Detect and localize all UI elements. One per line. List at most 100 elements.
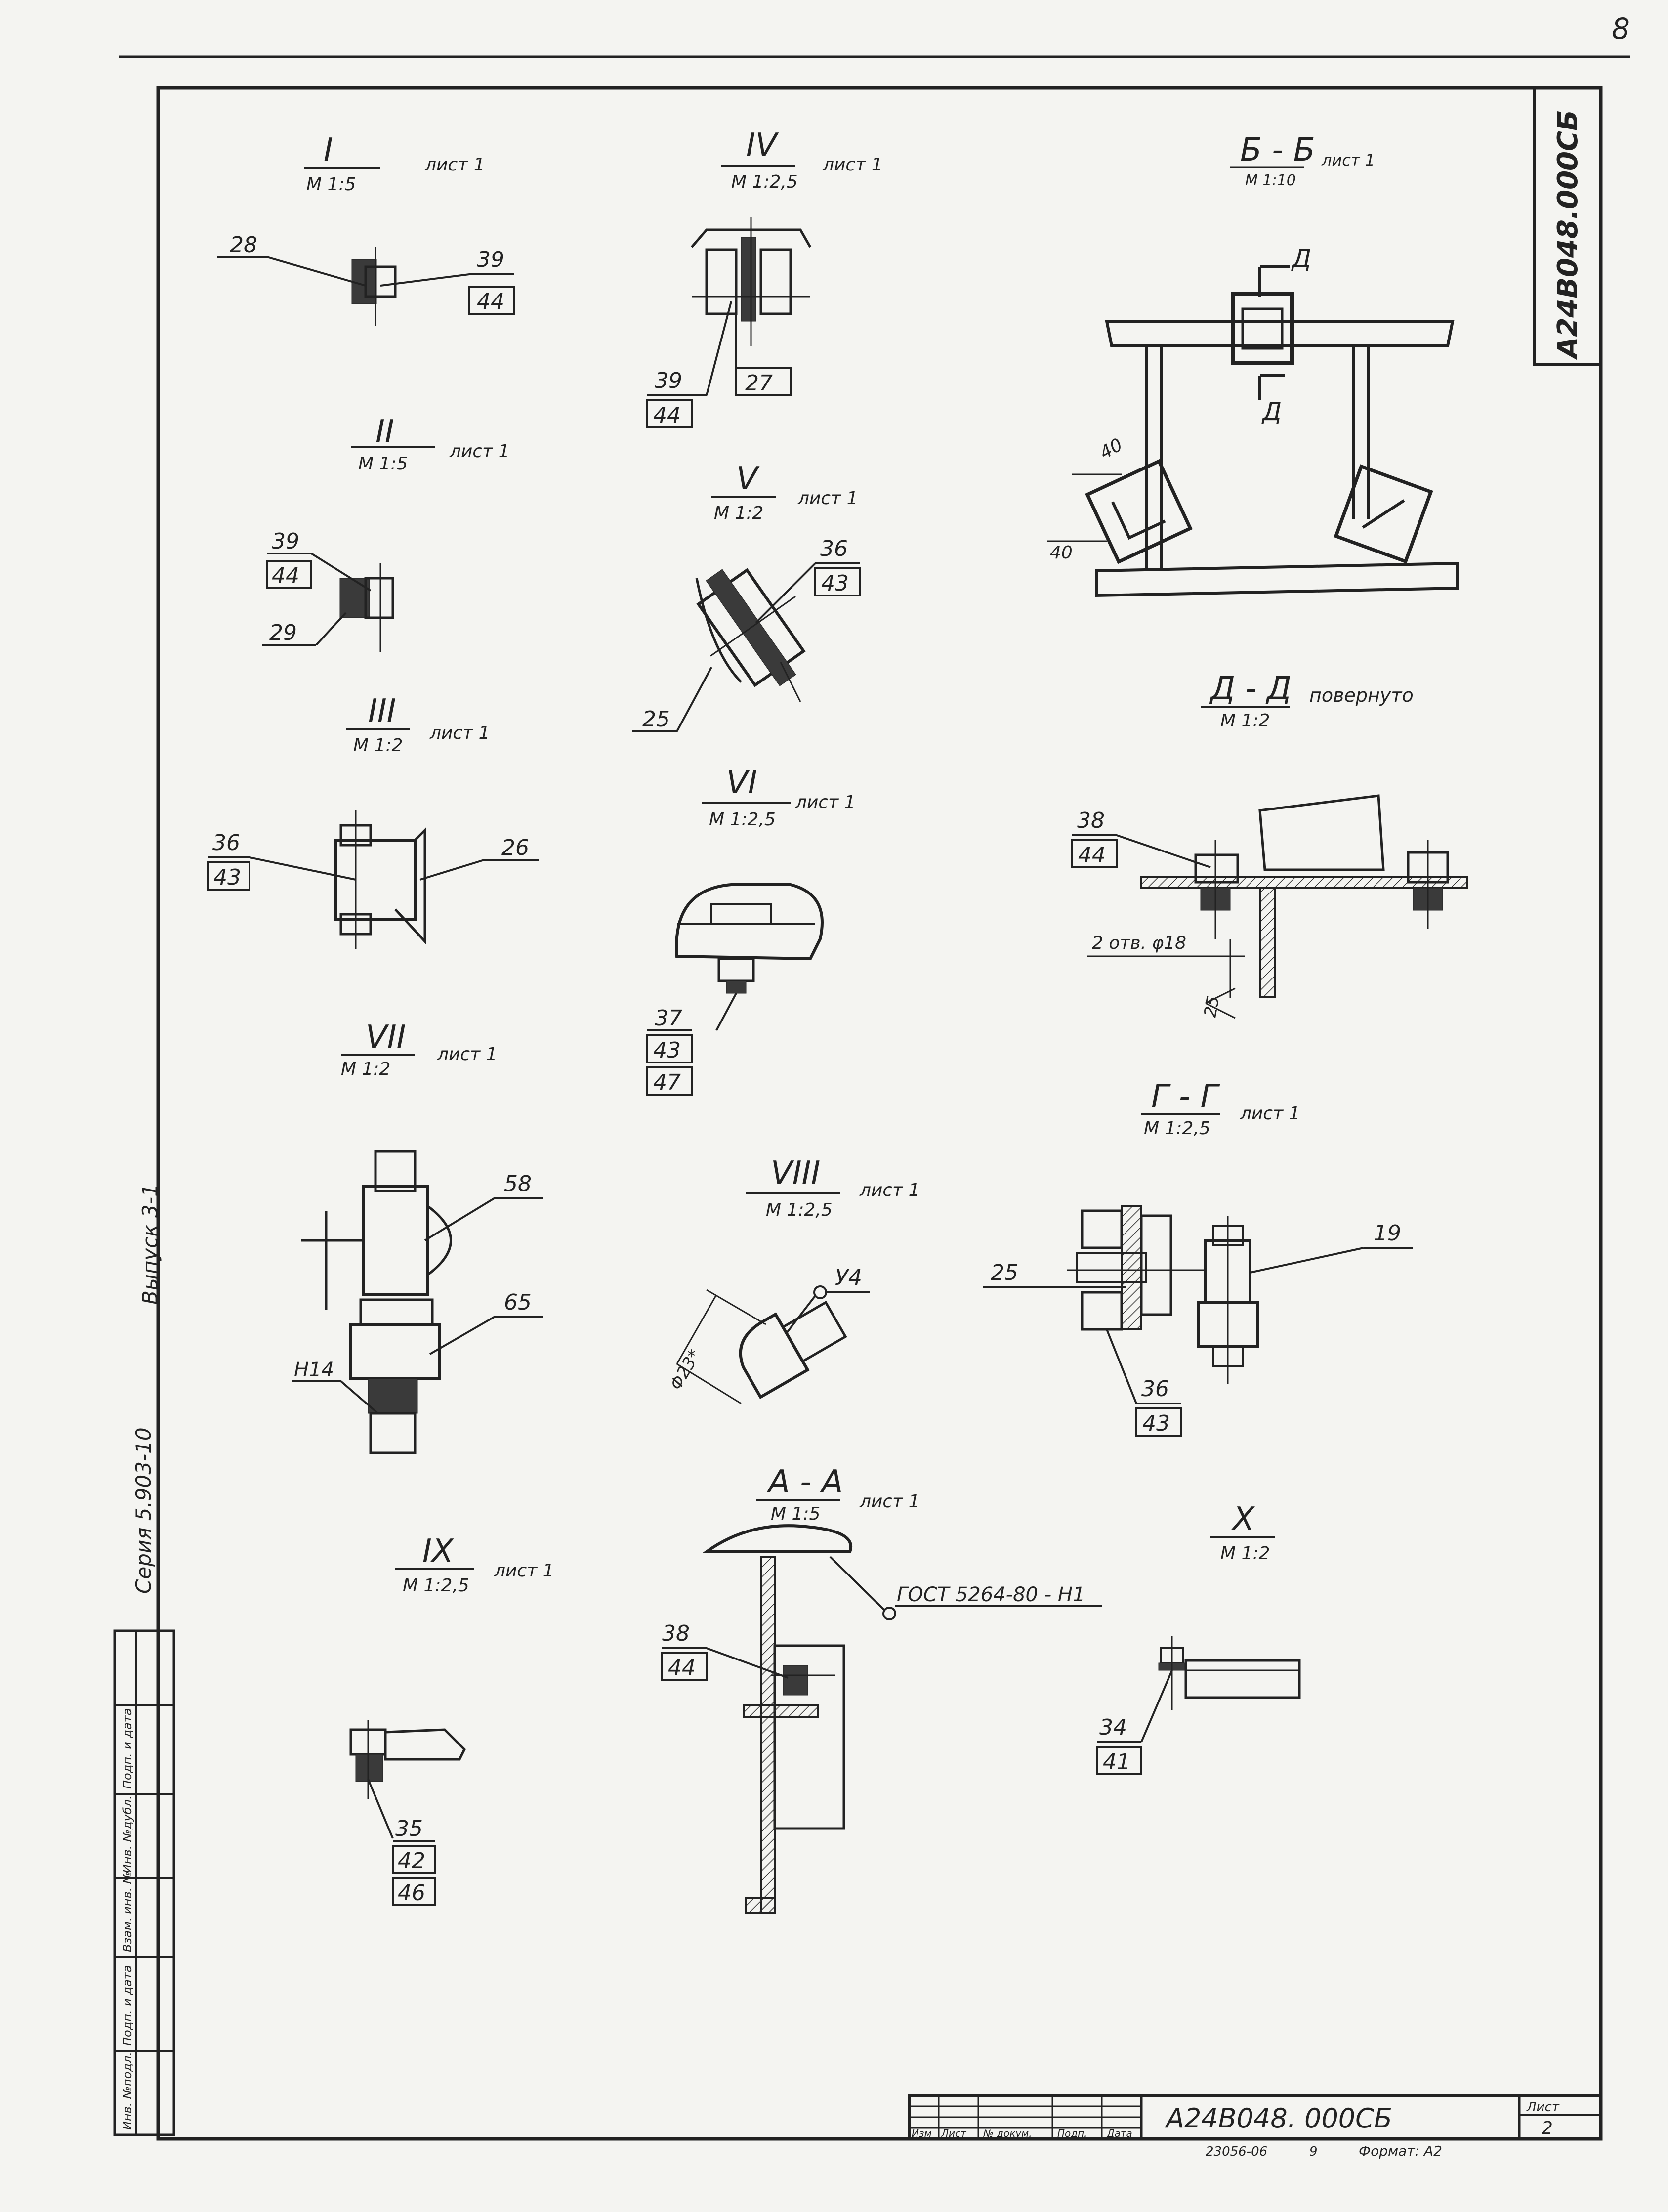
view-scale: М 1:2 (1220, 711, 1270, 731)
view-sheet-ref: лист 1 (437, 1044, 498, 1064)
dim-diameter: Φ23* (666, 1346, 705, 1393)
view-sheet-ref: лист 1 (795, 792, 856, 812)
view-sheet-ref: лист 1 (859, 1491, 920, 1512)
view-title: Б - Б (1240, 132, 1315, 169)
part-35: 35 (395, 1816, 423, 1841)
col-izm: Изм (912, 2127, 932, 2139)
view-scale: М 1:2 (1220, 1543, 1270, 1564)
view-title: V (736, 461, 760, 497)
part-25: 25 (991, 1260, 1018, 1285)
part-44: 44 (653, 403, 681, 428)
view-I: I М 1:5 лист 1 28 39 44 (217, 132, 515, 326)
part-39: 39 (272, 529, 299, 554)
part-58: 58 (504, 1171, 532, 1196)
part-47: 47 (653, 1070, 681, 1095)
part-44: 44 (477, 289, 504, 314)
view-sheet-ref: лист 1 (859, 1180, 920, 1200)
view-D-D: Д - Д М 1:2 повернуто 38 44 2 отв. φ18 2… (1071, 671, 1468, 1019)
title-block-code: А24В048. 000СБ (1165, 2103, 1392, 2134)
title-block: Изм Лист № докум. Подп. Дата А24В048. 00… (908, 2094, 1602, 2159)
part-39: 39 (655, 368, 682, 393)
part-34: 34 (1099, 1715, 1127, 1740)
view-title: III (368, 693, 396, 729)
part-44: 44 (1078, 843, 1106, 868)
stamp-cell-2: Подп. и дата (121, 1965, 134, 2046)
part-38: 38 (1077, 808, 1105, 833)
view-scale: М 1:10 (1245, 172, 1296, 189)
sheet-label: Лист (1526, 2100, 1560, 2115)
view-note: повернуто (1309, 684, 1414, 706)
part-44: 44 (668, 1656, 696, 1681)
col-podp: Подп. (1057, 2127, 1087, 2139)
view-sheet-ref: лист 1 (1240, 1104, 1300, 1124)
view-VI: VI М 1:2,5 лист 1 37 43 47 (646, 765, 856, 1096)
view-scale: М 1:5 (306, 174, 356, 195)
view-scale: М 1:2 (714, 503, 763, 523)
view-A-A: А - А М 1:5 лист 1 38 44 ГОСТ 5264-80 - … (661, 1464, 1102, 1914)
part-36: 36 (820, 536, 848, 561)
part-36: 36 (1141, 1376, 1169, 1402)
view-scale: М 1:2,5 (1144, 1118, 1210, 1139)
part-43: 43 (821, 571, 849, 596)
bottom-number: 23056-06 (1206, 2144, 1267, 2159)
holes-note: 2 отв. φ18 (1092, 933, 1186, 953)
view-title: I (324, 132, 333, 169)
view-B-B: Б - Б М 1:10 лист 1 Д Д 40 40 (1047, 132, 1459, 597)
part-41: 41 (1103, 1749, 1130, 1775)
view-title: X (1231, 1501, 1255, 1537)
view-title: Д - Д (1209, 671, 1292, 707)
view-title: VI (726, 765, 757, 801)
part-37: 37 (655, 1006, 682, 1031)
part-28: 28 (230, 232, 257, 257)
part-38: 38 (662, 1621, 690, 1646)
col-list: Лист (941, 2127, 967, 2139)
left-stamp: Инв. №подл. Подп. и дата Взам. инв. № Ин… (113, 1629, 175, 2136)
part-26: 26 (501, 835, 529, 860)
part-43: 43 (213, 865, 241, 890)
stamp-cell-3: Взам. инв. № (121, 1872, 134, 1952)
sheet-number: 2 (1542, 2118, 1553, 2138)
col-doc: № докум. (983, 2127, 1032, 2139)
doc-code-vertical: А24В048.000СБ (1552, 110, 1584, 360)
view-IV: IV М 1:2,5 лист 1 39 44 27 (646, 127, 883, 428)
part-46: 46 (398, 1880, 425, 1906)
side-series: Серия 5.903-10 (131, 1427, 156, 1594)
view-title: IV (746, 127, 779, 164)
drawing-frame (156, 86, 1603, 2141)
view-VIII: VIII М 1:2,5 лист 1 Φ23* У4 (666, 1155, 920, 1404)
view-scale: М 1:2,5 (766, 1200, 833, 1220)
view-title: IX (422, 1533, 454, 1570)
view-scale: М 1:2 (353, 735, 403, 756)
col-date: Дата (1106, 2127, 1132, 2139)
view-title: VIII (771, 1155, 820, 1191)
stamp-cell-4: Инв. №дубл. (121, 1795, 134, 1873)
dim-40-top: 40 (1096, 434, 1126, 463)
view-VII: VII М 1:2 лист 1 58 65 Н14 (292, 1019, 543, 1454)
part-65: 65 (504, 1290, 532, 1315)
view-sheet-ref: лист 1 (429, 723, 490, 743)
cut-label-bottom: Д (1261, 397, 1282, 426)
stamp-cell-1: Инв. №подл. (121, 2052, 134, 2130)
view-scale: М 1:5 (771, 1504, 820, 1524)
view-sheet-ref: лист 1 (1321, 151, 1375, 170)
view-III: III М 1:2 лист 1 36 43 26 (207, 693, 539, 949)
view-title: II (375, 414, 394, 450)
cut-label-top: Д (1291, 244, 1311, 273)
view-title: А - А (766, 1464, 843, 1500)
side-issue: Выпуск 3-1 (138, 1184, 162, 1305)
part-44: 44 (272, 563, 299, 589)
view-scale: М 1:5 (358, 454, 408, 474)
view-V: V М 1:2 лист 1 36 43 25 (632, 461, 861, 732)
part-43: 43 (653, 1038, 681, 1063)
dim-40-bottom: 40 (1050, 543, 1073, 563)
view-II: II М 1:5 лист 1 39 44 29 (262, 414, 510, 652)
part-29: 29 (269, 620, 297, 645)
view-sheet-ref: лист 1 (449, 441, 510, 462)
view-sheet-ref: лист 1 (822, 155, 883, 175)
view-title: VII (366, 1019, 406, 1056)
view-G-G: Г - Г М 1:2,5 лист 1 25 19 36 43 (983, 1078, 1413, 1437)
part-42: 42 (398, 1848, 425, 1873)
view-sheet-ref: лист 1 (494, 1561, 554, 1581)
part-43: 43 (1142, 1411, 1170, 1436)
